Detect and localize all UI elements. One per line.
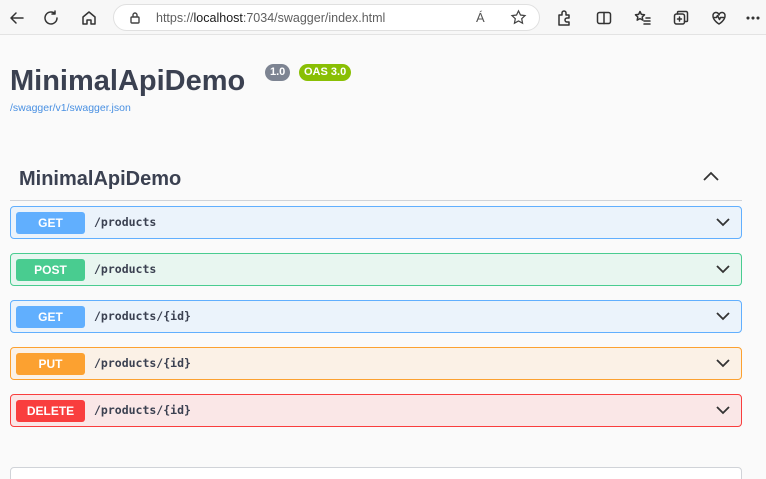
collections-button[interactable] bbox=[668, 5, 694, 31]
chevron-down-icon[interactable] bbox=[715, 356, 731, 370]
read-aloud-icon[interactable]: Á bbox=[476, 10, 485, 25]
split-screen-icon bbox=[596, 11, 612, 25]
performance-button[interactable] bbox=[706, 5, 732, 31]
browser-toolbar: https://localhost:7034/swagger/index.htm… bbox=[0, 0, 766, 35]
url-text[interactable]: https://localhost:7034/swagger/index.htm… bbox=[156, 11, 386, 25]
spec-json-link[interactable]: /swagger/v1/swagger.json bbox=[10, 102, 131, 114]
extensions-button[interactable] bbox=[551, 5, 577, 31]
operation-post-products[interactable]: POST /products bbox=[10, 253, 742, 286]
method-badge: DELETE bbox=[16, 400, 85, 422]
home-icon bbox=[82, 11, 96, 25]
operation-get-product-by-id[interactable]: GET /products/{id} bbox=[10, 300, 742, 333]
operation-path: /products bbox=[94, 215, 157, 229]
operation-put-product-by-id[interactable]: PUT /products/{id} bbox=[10, 347, 742, 380]
refresh-icon bbox=[44, 10, 58, 25]
operation-path: /products/{id} bbox=[94, 356, 191, 370]
chevron-down-icon[interactable] bbox=[715, 309, 731, 323]
collections-icon bbox=[673, 10, 689, 25]
version-badge: 1.0 bbox=[265, 64, 291, 81]
lock-icon bbox=[128, 11, 142, 25]
favorites-list-icon bbox=[634, 10, 651, 25]
method-badge: GET bbox=[16, 212, 85, 234]
tag-section-title[interactable]: MinimalApiDemo bbox=[19, 168, 182, 190]
chevron-down-icon[interactable] bbox=[715, 215, 731, 229]
operation-path: /products bbox=[94, 262, 157, 276]
chevron-up-icon bbox=[703, 171, 719, 181]
more-dots-icon bbox=[746, 16, 760, 20]
more-menu-button[interactable] bbox=[740, 5, 766, 31]
heart-pulse-icon bbox=[712, 11, 726, 25]
chevron-down-icon[interactable] bbox=[715, 403, 731, 417]
refresh-button[interactable] bbox=[38, 5, 64, 31]
favorites-button[interactable] bbox=[630, 5, 656, 31]
schemas-section[interactable] bbox=[10, 467, 742, 479]
collapse-section-button[interactable] bbox=[702, 169, 722, 187]
method-badge: POST bbox=[16, 259, 85, 281]
address-bar[interactable]: https://localhost:7034/swagger/index.htm… bbox=[113, 4, 540, 31]
back-button[interactable] bbox=[4, 5, 30, 31]
chevron-down-icon[interactable] bbox=[715, 262, 731, 276]
arrow-left-icon bbox=[10, 12, 24, 24]
operation-get-products[interactable]: GET /products bbox=[10, 206, 742, 239]
split-screen-button[interactable] bbox=[591, 5, 617, 31]
oas-badge: OAS 3.0 bbox=[299, 64, 352, 81]
puzzle-icon bbox=[558, 10, 570, 26]
operation-path: /products/{id} bbox=[94, 309, 191, 323]
operation-delete-product-by-id[interactable]: DELETE /products/{id} bbox=[10, 394, 742, 427]
method-badge: GET bbox=[16, 306, 85, 328]
swagger-page: MinimalApiDemo 1.0 OAS 3.0 /swagger/v1/s… bbox=[0, 35, 766, 479]
section-divider bbox=[10, 200, 742, 201]
favorite-star-icon[interactable] bbox=[510, 9, 528, 27]
method-badge: PUT bbox=[16, 353, 85, 375]
operation-path: /products/{id} bbox=[94, 403, 191, 417]
api-title: MinimalApiDemo bbox=[10, 65, 246, 97]
home-button[interactable] bbox=[76, 5, 102, 31]
